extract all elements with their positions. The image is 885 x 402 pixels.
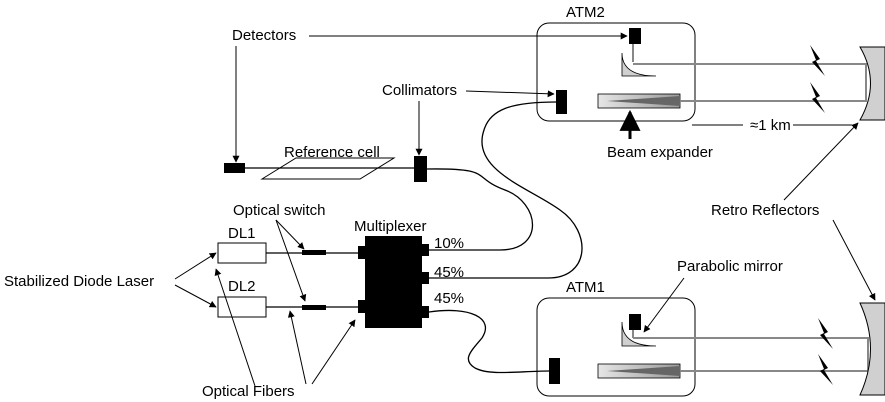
optical-switch-1 xyxy=(302,250,326,255)
stabilized-laser-label: Stabilized Diode Laser xyxy=(4,273,154,290)
atm1-parabolic-mirror xyxy=(621,321,657,347)
split-45b-label: 45% xyxy=(434,290,464,307)
optical-switch-label: Optical switch xyxy=(233,202,326,219)
atm2-parabolic-mirror xyxy=(621,52,657,77)
fiber-45pct-to-atm2 xyxy=(429,101,583,279)
arrow-retro-bottom xyxy=(832,219,876,301)
atm2-detector xyxy=(629,28,641,44)
atm1-beam-cone xyxy=(607,366,680,376)
retro-reflector-top xyxy=(859,46,885,121)
mux-output-10 xyxy=(421,244,429,256)
retro-reflector-bottom xyxy=(859,302,885,396)
bolt-icon xyxy=(818,318,833,349)
mux-input-2 xyxy=(358,300,366,313)
fiber-10pct-to-reference xyxy=(426,168,534,251)
multiplexer-label: Multiplexer xyxy=(354,218,427,235)
atm2-beam-path xyxy=(633,63,867,102)
mux-output-45b xyxy=(421,306,429,318)
reference-collimator xyxy=(414,156,427,182)
split-45a-label: 45% xyxy=(434,264,464,281)
arrow-fiber-3 xyxy=(311,319,356,385)
arrow-laser-dl2 xyxy=(174,284,217,308)
optical-fibers-label: Optical Fibers xyxy=(202,383,295,400)
optical-switch-2 xyxy=(302,305,326,310)
fiber-45pct-to-atm1 xyxy=(428,309,550,374)
laser-dl2 xyxy=(217,296,267,318)
arrow-switch-2 xyxy=(275,219,307,302)
retro-reflectors-label: Retro Reflectors xyxy=(711,202,819,219)
atm1-collimator xyxy=(549,358,560,384)
annotation-arrows xyxy=(174,32,876,387)
atm1-detector xyxy=(629,314,641,330)
reference-detector xyxy=(224,163,245,173)
multiplexer xyxy=(365,236,422,328)
mux-input-1 xyxy=(358,246,366,259)
atm1-housing xyxy=(536,297,696,397)
reference-cell-label: Reference cell xyxy=(284,144,380,161)
bolt-icon xyxy=(810,45,825,76)
atm2-collimator xyxy=(556,90,567,114)
reference-cell xyxy=(260,157,396,180)
distance-label: ≈1 km xyxy=(750,117,791,134)
beam-expander-label: Beam expander xyxy=(607,144,713,161)
arrow-fiber-2 xyxy=(287,310,307,385)
arrow-parabolic-mirror xyxy=(643,277,685,333)
atm2-label: ATM2 xyxy=(566,4,605,21)
bolt-icon xyxy=(818,354,833,385)
arrow-fiber-1 xyxy=(214,268,256,387)
dl1-label: DL1 xyxy=(228,225,256,242)
arrow-retro-top xyxy=(783,122,859,201)
atm1-label: ATM1 xyxy=(566,279,605,296)
arrow-collimators-atm2 xyxy=(465,90,555,98)
arrow-switch-1 xyxy=(275,219,305,250)
dl2-label: DL2 xyxy=(228,278,256,295)
atm2-beam-cone xyxy=(607,96,680,106)
collimators-label: Collimators xyxy=(382,82,457,99)
parabolic-mirror-label: Parabolic mirror xyxy=(677,258,783,275)
bolt-icon xyxy=(810,82,825,113)
split-10-label: 10% xyxy=(434,235,464,252)
mux-output-45a xyxy=(421,272,429,284)
atm1-beam-path xyxy=(633,337,869,372)
arrow-laser-dl1 xyxy=(174,252,217,280)
laser-dl1 xyxy=(217,242,267,264)
detectors-label: Detectors xyxy=(232,27,296,44)
